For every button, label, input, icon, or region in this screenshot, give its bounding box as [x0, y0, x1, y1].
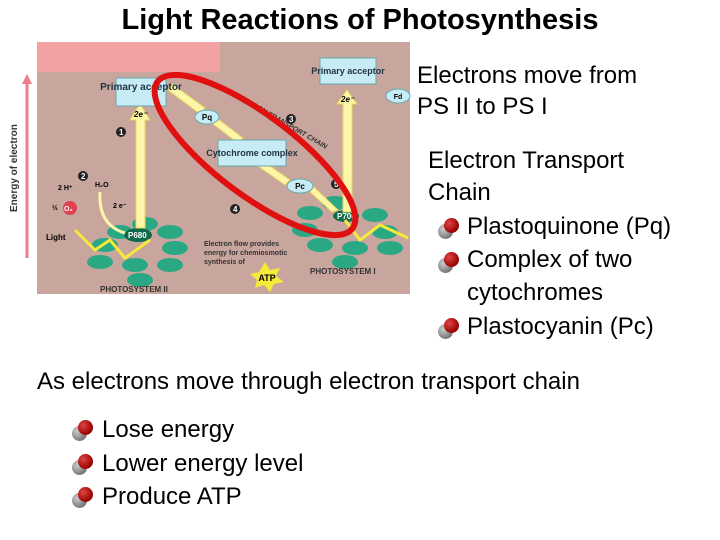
light-zigzag-icon [73, 228, 151, 261]
primary-acceptor-label: Primary acceptor [100, 82, 182, 93]
svg-text:2: 2 [81, 172, 86, 181]
etc-heading-line1: Electron Transport [428, 147, 625, 174]
bullet-icon [72, 487, 94, 509]
bullet-cytochromes-line1: Complex of two [467, 246, 633, 273]
bullet-icon [438, 252, 460, 274]
p700-label: P700 [337, 212, 356, 221]
primary-acceptor-ps1: Primary acceptor [311, 57, 385, 85]
energy-arrow-icon [22, 74, 32, 258]
slide-title: Light Reactions of Photosynthesis [121, 4, 599, 36]
two-electron-label: 2e⁻ [133, 110, 148, 119]
fd-label: Fd [394, 94, 403, 101]
flow-note-line: energy for chemiosmotic [204, 250, 287, 257]
svg-text:3: 3 [289, 115, 294, 124]
two-h-label: 2 H⁺ [58, 185, 73, 192]
photosystem-i-label: PHOTOSYSTEM I [310, 267, 376, 276]
flow-note-line: synthesis of [204, 259, 246, 266]
primary-acceptor-label: Primary acceptor [311, 66, 385, 76]
p680-label: P680 [128, 231, 147, 240]
bullet-cytochromes-line2: cytochromes [467, 279, 604, 306]
bullet-icon [72, 420, 94, 442]
pc-label: Pc [295, 182, 305, 191]
bullet-icon [72, 454, 94, 476]
cytochrome-box [217, 139, 287, 167]
bullet-produce-atp: Produce ATP [102, 483, 242, 510]
h2o-label: H₂O [95, 182, 109, 189]
two-electron-label-ps1: 2e⁻ [340, 95, 355, 104]
light-reactions-diagram: Energy of electron P680 P700 2e⁻ 2e⁻ [9, 42, 411, 294]
electrons-move-line1: Electrons move from [417, 62, 638, 89]
pq-label: Pq [202, 113, 212, 122]
bullet-plastocyanin: Plastocyanin (Pc) [467, 313, 654, 340]
bullet-lower-energy: Lower energy level [102, 450, 304, 477]
o2-label: O₂ [64, 206, 73, 213]
atp-label: ATP [258, 273, 275, 283]
bullet-lose-energy: Lose energy [102, 416, 235, 443]
svg-text:4: 4 [233, 205, 238, 214]
light-label: Light [46, 233, 66, 242]
two-e-water-label: 2 e⁻ [113, 203, 127, 210]
svg-text:1: 1 [119, 128, 124, 137]
atp-burst-icon [250, 262, 284, 292]
bottom-heading: As electrons move through electron trans… [37, 368, 580, 395]
cytochrome-label: Cytochrome complex [206, 148, 298, 158]
bullet-icon [438, 318, 460, 340]
bullet-plastoquinone: Plastoquinone (Pq) [467, 213, 672, 240]
half-label: ½ [52, 204, 58, 212]
electrons-move-line2: PS II to PS I [417, 93, 548, 120]
photosystem-ii-label: PHOTOSYSTEM II [100, 285, 168, 294]
flow-note-line: Electron flow provides [204, 241, 279, 248]
bullet-icon [438, 218, 460, 240]
pink-band [37, 42, 220, 72]
axis-label: Energy of electron [9, 124, 20, 212]
highlight-ellipse [151, 71, 359, 239]
svg-text:5: 5 [334, 180, 339, 189]
etc-heading-line2: Chain [428, 179, 491, 206]
